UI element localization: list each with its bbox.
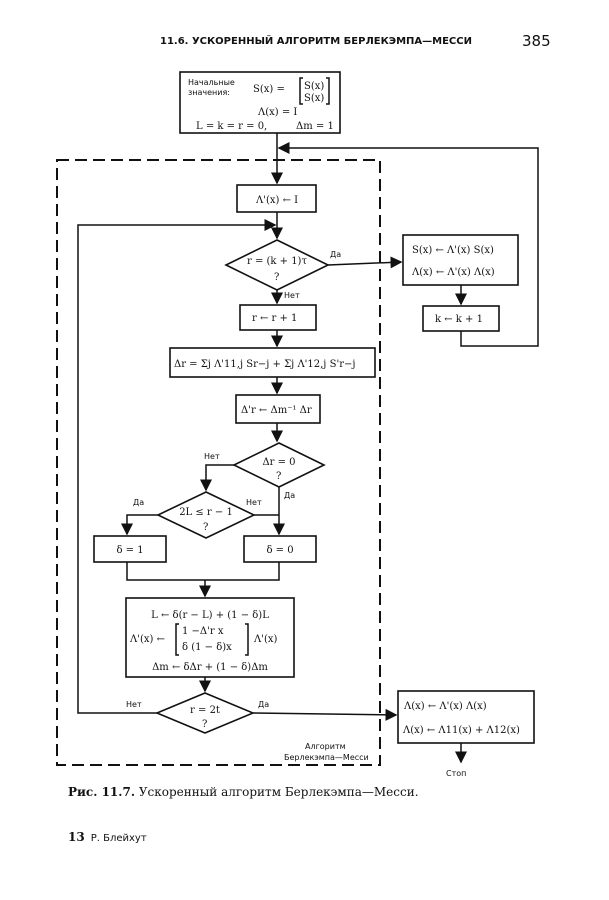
init-box: S(x) = S(x) S(x) Λ(x) = I L = k = r = 0,… xyxy=(179,71,341,134)
footer: 13 Р. Блейхут xyxy=(68,830,147,844)
init-delta-m: Δm = 1 xyxy=(296,121,334,132)
yes-label-1: Да xyxy=(330,250,341,259)
init-lambda: Λ(x) = I xyxy=(257,107,297,118)
delta-r-prime-text: Δ'r ← Δm⁻¹ Δr xyxy=(241,405,312,416)
footer-author: Р. Блейхут xyxy=(90,833,147,844)
running-header: 11.6. УСКОРЕННЫЙ АЛГОРИТМ БЕРЛЕКЭМПА—МЕС… xyxy=(160,36,472,47)
no-label-2: Нет xyxy=(204,452,220,461)
delta-zero-box xyxy=(243,535,317,563)
decision-r-k-text: r = (k + 1)τ xyxy=(247,256,307,267)
no-label-1: Нет xyxy=(284,291,300,300)
region-label-2: Берлекэмпа—Месси xyxy=(284,753,369,762)
q3: ? xyxy=(203,522,208,533)
k-inc-text: k ← k + 1 xyxy=(435,314,483,325)
init-s-bottom: S(x) xyxy=(304,93,324,104)
update-lp-right: Λ'(x) xyxy=(253,634,278,645)
lambda-prime-init-box xyxy=(236,184,317,213)
delta-one-box xyxy=(93,535,167,563)
algorithm-region xyxy=(56,159,381,766)
update-s-text: S(x) ← Λ'(x) S(x) xyxy=(412,245,494,256)
update-s-lambda-box xyxy=(402,234,519,286)
matrix-bottom: δ (1 − δ)x xyxy=(182,642,232,653)
lambda-prime-init-text: Λ'(x) ← I xyxy=(255,195,298,206)
decision-r-2t xyxy=(154,692,256,734)
figure-caption: Рис. 11.7. Ускоренный алгоритм Берлекэмп… xyxy=(68,785,419,799)
init-s: S(x) = xyxy=(253,84,285,95)
update-dm-text: Δm ← δΔr + (1 − δ)Δm xyxy=(152,662,268,673)
decision-2l xyxy=(156,491,256,539)
final-box xyxy=(397,690,535,744)
init-s-top: S(x) xyxy=(304,81,324,92)
matrix-top: 1 −Δ'r x xyxy=(182,626,224,637)
delta-zero-text: δ = 0 xyxy=(266,545,293,556)
q2: ? xyxy=(276,471,281,482)
init-label: Начальные значения: xyxy=(188,78,235,97)
decision-r-2t-text: r = 2t xyxy=(190,705,220,716)
no-label-4: Нет xyxy=(126,700,142,709)
region-label-1: Алгоритм xyxy=(305,742,346,751)
r-inc-text: r ← r + 1 xyxy=(252,313,297,324)
yes-label-3: Да xyxy=(133,498,144,507)
yes-label-4: Да xyxy=(258,700,269,709)
update-lambda-text: Λ(x) ← Λ'(x) Λ(x) xyxy=(411,267,495,278)
delta-r-text: Δr = Σj Λ'11,j Sr−j + Σj Λ'12,j S'r−j xyxy=(174,359,355,370)
delta-r-box xyxy=(169,347,376,378)
update-box xyxy=(125,597,295,678)
init-vars: L = k = r = 0, xyxy=(196,121,267,132)
delta-one-text: δ = 1 xyxy=(116,545,143,556)
update-lp-left: Λ'(x) ← xyxy=(129,634,165,645)
page-number: 385 xyxy=(522,32,551,50)
caption-number: Рис. 11.7. xyxy=(68,785,135,799)
decision-delta-zero-text: Δr = 0 xyxy=(262,457,295,468)
final-1-text: Λ(x) ← Λ'(x) Λ(x) xyxy=(403,701,487,712)
delta-r-prime-box xyxy=(235,394,321,424)
q4: ? xyxy=(202,719,207,730)
r-inc-box xyxy=(239,304,317,331)
no-label-3: Нет xyxy=(246,498,262,507)
update-L-text: L ← δ(r − L) + (1 − δ)L xyxy=(151,610,269,621)
final-2-text: Λ(x) ← Λ11(x) + Λ12(x) xyxy=(402,725,520,736)
q1: ? xyxy=(274,272,279,283)
signature-number: 13 xyxy=(68,830,85,844)
stop-label: Стоп xyxy=(446,769,466,778)
yes-label-2: Да xyxy=(284,491,295,500)
caption-text: Ускоренный алгоритм Берлекэмпа—Месси. xyxy=(138,785,419,799)
decision-2l-text: 2L ≤ r − 1 xyxy=(179,507,233,518)
